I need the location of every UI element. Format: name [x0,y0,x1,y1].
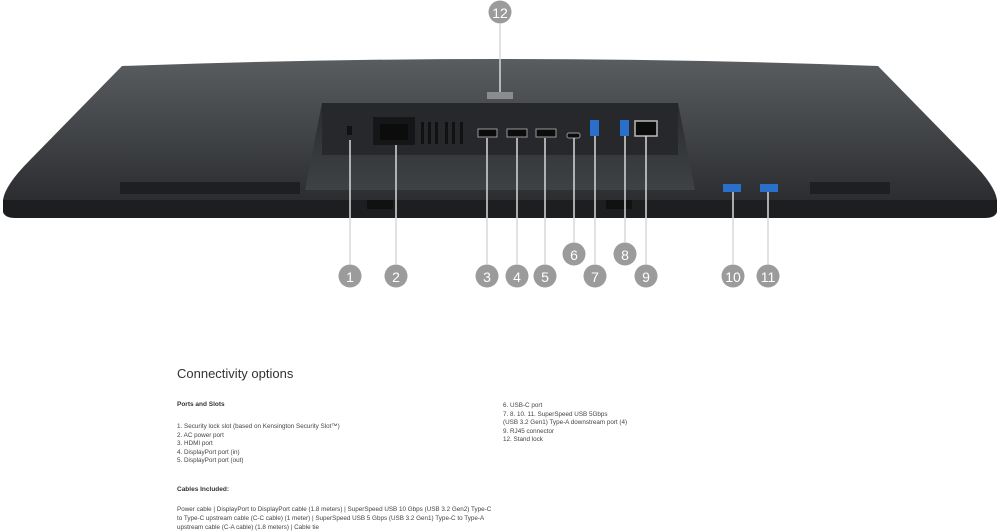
displayport-in [506,128,528,138]
vent-grille-left [120,182,300,194]
stand-lock [487,92,513,99]
hdmi-port [477,128,498,138]
callout-marker [384,264,408,288]
ports-heading: Ports and Slots [177,401,225,408]
callout-number: 3 [483,269,491,285]
ports-list-left: 1. Security lock slot (based on Kensingt… [177,423,340,466]
callout-number: 5 [541,269,549,285]
monitor-bottom-edge [3,200,997,218]
list-item: 6. USB-C port [503,402,543,409]
usb-a-port-8 [620,120,629,136]
callout-marker [583,264,607,288]
cables-text: Power cable | DisplayPort to DisplayPort… [177,506,492,531]
callout-marker [634,264,658,288]
callout-number: 10 [725,269,741,285]
callout-marker [475,264,499,288]
callout-number: 12 [492,5,508,21]
callout-number: 2 [392,269,400,285]
callout-number: 9 [642,269,650,285]
usb-a-port-11 [760,184,778,192]
vent-grille-right [810,182,890,194]
rj45-port [634,120,658,137]
security-slot [347,126,352,135]
list-item: 4. DisplayPort port (in) [177,448,240,456]
list-item: 1. Security lock slot (based on Kensingt… [177,423,340,430]
vent-slots [421,122,463,144]
list-item: 12. Stand lock [503,436,543,444]
callout-number: 1 [346,269,354,285]
callout-number: 7 [591,269,599,285]
section-title: Connectivity options [177,366,294,381]
usb-a-port-7 [590,120,599,136]
usb-a-port-10 [723,184,741,192]
callout-number: 11 [761,269,776,285]
list-item: 9. RJ45 connector [503,427,555,435]
callout-number: 4 [513,269,521,285]
list-item: 7. 8. 10. 11. SuperSpeed USB 5Gbps [503,410,608,418]
displayport-out [535,128,557,138]
callout-marker [562,242,586,266]
callout-marker [338,264,362,288]
callout-number: 8 [621,247,629,263]
callout-marker [613,242,637,266]
callout-marker [756,264,780,288]
list-item: (USB 3.2 Gen1) Type-A downstream port (4… [503,419,628,427]
callout-marker [488,0,512,24]
ports-list-right: 6. USB-C port 7. 8. 10. 11. SuperSpeed U… [503,402,627,445]
usb-c-port [566,132,581,139]
list-item: 2. AC power port [177,431,224,439]
cables-heading: Cables Included: [177,486,230,493]
list-item: 3. HDMI port [177,440,213,448]
callout-number: 6 [570,247,578,263]
list-item: 5. DisplayPort port (out) [177,457,244,465]
callout-marker [533,264,557,288]
callout-marker [505,264,529,288]
callout-marker [721,264,745,288]
